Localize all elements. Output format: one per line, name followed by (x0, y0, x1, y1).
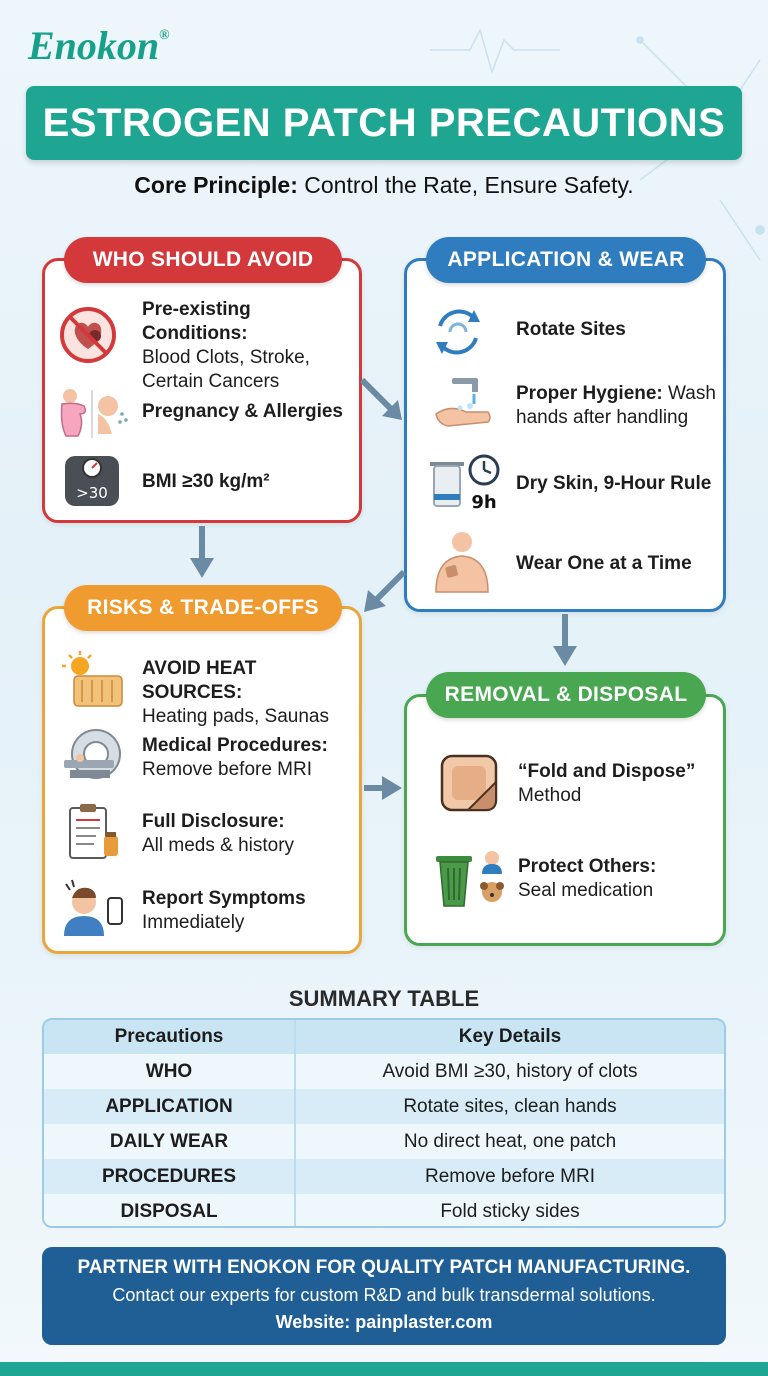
pregnancy-allergy-icon (60, 389, 128, 438)
brand-mark: ® (159, 28, 170, 43)
core-principle-label: Core Principle: (134, 172, 298, 198)
table-cell-detail: No direct heat, one patch (294, 1124, 724, 1159)
risks-item-disclosure: Full Disclosure: All meds & history (142, 811, 295, 856)
core-principle-text: Control the Rate, Ensure Safety. (297, 172, 634, 198)
table-row: PROCEDURES Remove before MRI (44, 1159, 724, 1194)
brand-logo: Enokon® (28, 22, 170, 69)
avoid-item-pregnancy: Pregnancy & Allergies (142, 401, 343, 422)
mri-icon (64, 729, 121, 779)
page-title-banner: ESTROGEN PATCH PRECAUTIONS (26, 86, 742, 160)
table-header-key-details: Key Details (294, 1020, 724, 1054)
sun-heatpad-icon (62, 651, 123, 707)
towel-clock-icon: 9h (430, 454, 500, 512)
brand-name: Enokon (28, 23, 160, 68)
table-cell-precaution: APPLICATION (105, 1095, 233, 1117)
card-application-wear (404, 258, 726, 612)
application-item-one-patch: Wear One at a Time (516, 553, 692, 574)
table-cell-detail: Avoid BMI ≥30, history of clots (294, 1054, 724, 1089)
application-item-hygiene: Proper Hygiene: Wash hands after handlin… (516, 383, 716, 428)
footer-cta: PARTNER WITH ENOKON FOR QUALITY PATCH MA… (42, 1247, 726, 1345)
table-cell-precaution: PROCEDURES (101, 1165, 237, 1187)
no-heart-clot-icon (60, 307, 116, 363)
handwash-icon (435, 378, 491, 427)
application-item-rotate: Rotate Sites (516, 319, 626, 340)
section-title-application-wear: APPLICATION & WEAR (426, 237, 706, 283)
page-title: ESTROGEN PATCH PRECAUTIONS (42, 100, 726, 145)
avoid-item-bmi: BMI ≥30 kg/m² (142, 471, 270, 492)
risks-item-heat: AVOID HEAT SOURCES: Heating pads, Saunas (142, 658, 329, 727)
table-row: DAILY WEAR No direct heat, one patch (44, 1124, 724, 1159)
trash-child-dog-icon (436, 851, 504, 907)
table-row: APPLICATION Rotate sites, clean hands (44, 1089, 724, 1124)
headache-phone-icon (64, 879, 123, 936)
table-header-row: Precautions Key Details (44, 1020, 724, 1054)
application-item-dry-skin: Dry Skin, 9-Hour Rule (516, 473, 712, 494)
scale-reading: >30 (76, 484, 108, 502)
avoid-item-conditions: Pre-existing Conditions: Blood Clots, St… (142, 299, 310, 392)
nine-hour-badge: 9h (471, 492, 496, 512)
core-principle: Core Principle: Control the Rate, Ensure… (0, 172, 768, 199)
removal-item-protect: Protect Others: Seal medication (518, 856, 657, 901)
risks-item-report: Report Symptoms Immediately (142, 888, 306, 933)
rotate-icon (436, 309, 480, 355)
scale-icon: >30 (65, 456, 119, 506)
section-title-risks-trade-offs: RISKS & TRADE-OFFS (64, 585, 342, 631)
footer-subtext: Contact our experts for custom R&D and b… (112, 1285, 656, 1305)
summary-title: SUMMARY TABLE (288, 986, 480, 1011)
footer-headline: PARTNER WITH ENOKON FOR QUALITY PATCH MA… (77, 1257, 691, 1278)
table-header-precautions: Precautions (114, 1026, 224, 1047)
section-title-who-should-avoid: WHO SHOULD AVOID (64, 237, 342, 283)
risks-item-procedures: Medical Procedures: Remove before MRI (142, 735, 328, 780)
table-cell-precaution: DISPOSAL (120, 1200, 218, 1222)
footer-website-link[interactable]: Website: painplaster.com (275, 1312, 493, 1332)
clipboard-icon (69, 804, 118, 859)
table-cell-detail: Remove before MRI (294, 1159, 724, 1194)
table-row: DISPOSAL Fold sticky sides (44, 1194, 724, 1226)
removal-item-fold: “Fold and Dispose” Method (518, 761, 696, 806)
bottom-accent-bar (0, 1362, 768, 1376)
table-cell-detail: Fold sticky sides (294, 1194, 724, 1226)
folded-patch-icon (440, 754, 498, 812)
section-title-removal-disposal: REMOVAL & DISPOSAL (426, 672, 706, 718)
table-row: WHO Avoid BMI ≥30, history of clots (44, 1054, 724, 1089)
summary-table: Precautions Key Details WHO Avoid BMI ≥3… (42, 1018, 726, 1228)
table-cell-precaution: WHO (145, 1060, 193, 1082)
table-cell-detail: Rotate sites, clean hands (294, 1089, 724, 1124)
table-cell-precaution: DAILY WEAR (109, 1130, 229, 1152)
body-patch-icon (435, 532, 489, 593)
